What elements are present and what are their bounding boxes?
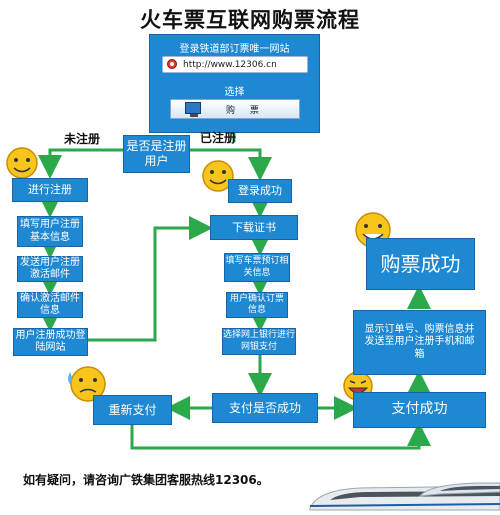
step-register: 进行注册 [12,178,88,202]
step-send-activation-email: 发送用户注册激活邮件 [17,256,83,282]
step-fill-user-info: 填写用户注册基本信息 [17,216,83,247]
step-fill-booking-info: 填写车票预订相关信息 [224,253,290,282]
step-payment-success: 支付成功 [353,392,486,428]
step-purchase-success: 购票成功 [366,238,475,290]
label-unregistered: 未注册 [64,132,101,146]
train-image [309,482,500,511]
sweat-face-icon [68,366,106,402]
step-repay: 重新支付 [93,395,172,425]
step-download-certificate: 下载证书 [210,215,298,240]
step-confirm-booking: 用户确认订票信息 [226,292,288,318]
url-bar: http://www.12306.cn [162,56,308,73]
website-login-box: 登录铁道部订票唯一网站 http://www.12306.cn 选择 购 票 [149,34,320,133]
browser-icon [167,59,177,69]
step-login-success: 登录成功 [228,179,292,203]
computer-icon [185,102,201,114]
label-registered: 已注册 [200,131,237,145]
decision-registered-user: 是否是注册用户 [123,135,190,173]
decision-payment-success: 支付是否成功 [212,393,318,423]
step-register-success-login: 用户注册成功登陆网站 [13,328,88,356]
smiley-face-icon [6,147,38,179]
step-online-banking-payment: 选择网上银行进行网银支付 [222,328,296,355]
url-text: http://www.12306.cn [183,59,277,70]
page-title: 火车票互联网购票流程 [140,8,360,32]
step-show-order-info: 显示订单号、购票信息并发送至用户注册手机和邮箱 [353,310,486,375]
hotline-note: 如有疑问，请咨询广铁集团客服热线12306。 [23,473,269,487]
select-label: 选择 [224,87,245,98]
smiley-face-icon [202,160,234,192]
step-confirm-activation-email: 确认激活邮件信息 [17,292,83,318]
buy-ticket-button: 购 票 [170,99,300,119]
website-heading: 登录铁道部订票唯一网站 [179,44,290,55]
